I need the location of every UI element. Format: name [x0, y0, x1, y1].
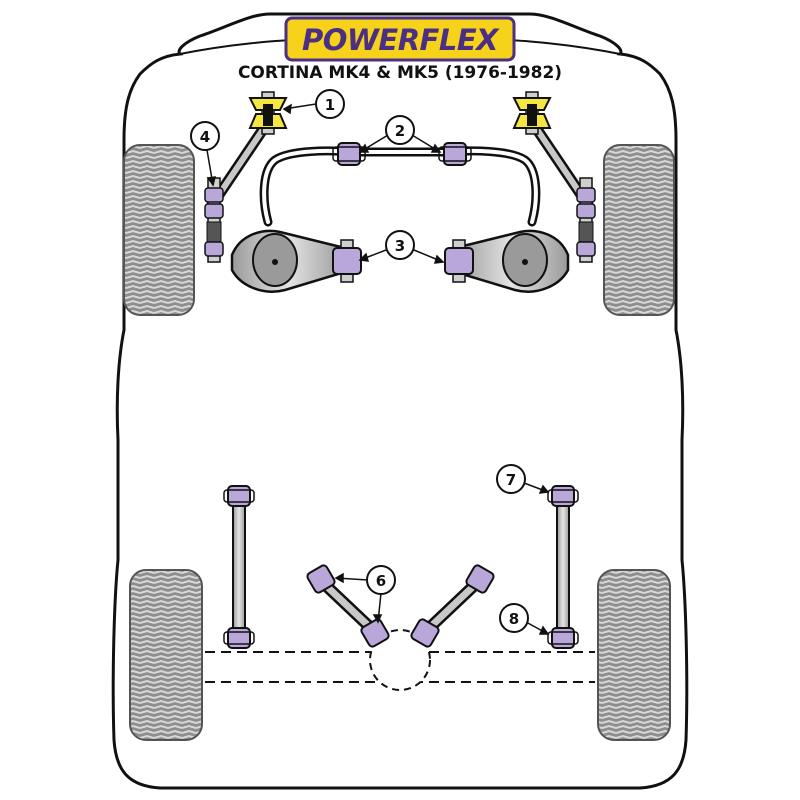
- left-arb-mount-bush: [332, 142, 366, 166]
- rear-right-trailing-arm: [547, 485, 579, 649]
- rear-right-upper-arm: [410, 564, 495, 648]
- callout-6: 6: [366, 565, 396, 595]
- callout-1-label: 1: [325, 96, 335, 114]
- callout-3-label: 3: [395, 237, 405, 255]
- callout-4: 4: [190, 121, 220, 151]
- callout-8: 8: [499, 603, 529, 633]
- leader-lines: [206, 103, 550, 635]
- left-tie-bar-bush: [248, 91, 288, 135]
- callout-4-label: 4: [200, 128, 210, 146]
- model-title: CORTINA MK4 & MK5 (1976-1982): [238, 63, 562, 83]
- callout-3: 3: [385, 230, 415, 260]
- differential-outline: [369, 629, 431, 691]
- right-tie-bar-bush: [512, 91, 552, 135]
- callout-8-label: 8: [509, 610, 519, 628]
- rear-left-tyre: [129, 569, 203, 741]
- callout-6-label: 6: [376, 572, 386, 590]
- right-drop-link: [576, 177, 596, 263]
- callout-1: 1: [315, 89, 345, 119]
- right-arb-mount-bush: [438, 142, 472, 166]
- logo-text: POWERFLEX: [302, 23, 500, 57]
- right-inner-arm-bush: [444, 239, 474, 283]
- callout-2: 2: [385, 115, 415, 145]
- callout-7-label: 7: [506, 471, 516, 489]
- right-lower-arm: [453, 229, 570, 293]
- rear-right-tyre: [597, 569, 671, 741]
- front-right-tyre: [603, 144, 675, 316]
- rear-left-upper-arm: [306, 564, 390, 648]
- left-drop-link: [204, 177, 224, 263]
- callout-2-label: 2: [395, 122, 405, 140]
- powerflex-logo: POWERFLEX: [284, 16, 516, 62]
- front-left-tyre: [123, 144, 195, 316]
- callout-7: 7: [496, 464, 526, 494]
- left-lower-arm: [230, 229, 347, 293]
- left-inner-arm-bush: [332, 239, 362, 283]
- rear-left-trailing-arm: [223, 485, 255, 649]
- car-body-outline: [111, 12, 689, 790]
